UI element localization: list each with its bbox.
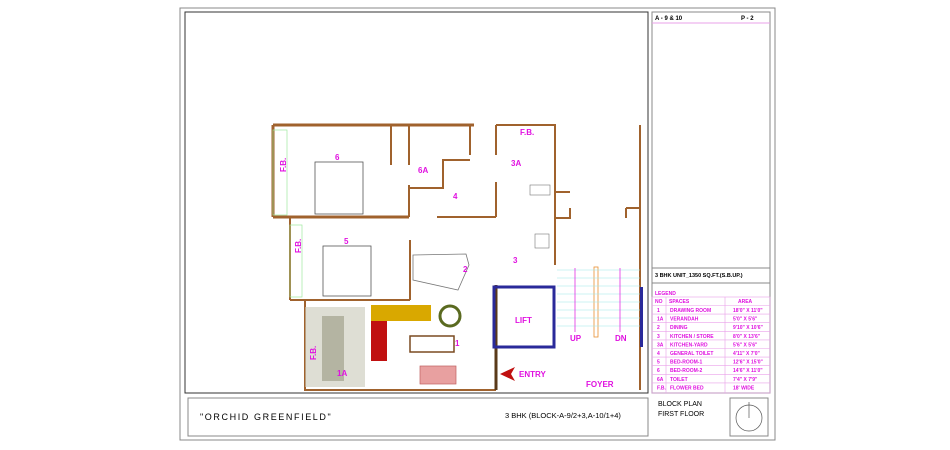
drawing-frame — [184, 11, 649, 394]
legend-area: 18'0" X 11'0" — [733, 308, 763, 314]
legend-area: 12'6" X 15'0" — [733, 360, 764, 366]
label-toilet: 6A — [418, 166, 428, 175]
sheet-ref: A - 9 & 10 — [655, 16, 683, 22]
legend-space: GENERAL TOILET — [670, 351, 713, 357]
drawing-title-line2: FIRST FLOOR — [658, 411, 704, 418]
legend-no: F.B. — [657, 385, 667, 391]
legend-space: TOILET — [670, 377, 688, 383]
legend-space: KITCHEN / STORE — [670, 334, 714, 340]
sofa-pink — [419, 365, 457, 385]
label-kitchen: 3 — [513, 256, 518, 265]
label-bedroom-1: 5 — [344, 237, 349, 246]
legend-no: 6A — [657, 377, 664, 383]
label-general-toilet: 4 — [453, 192, 458, 201]
dining-table — [412, 253, 470, 291]
entry-arrow-icon — [500, 367, 515, 381]
legend-no: 1 — [657, 308, 660, 314]
drawing-title-line1: BLOCK PLAN — [658, 401, 702, 408]
label-flower-bed-1: F.B. — [279, 158, 288, 172]
legend-no: 3 — [657, 334, 660, 340]
furniture — [272, 129, 643, 387]
legend-title: LEGEND — [655, 291, 676, 297]
label-dining: 2 — [463, 265, 468, 274]
legend-no: 3A — [657, 342, 664, 348]
legend-area: 9'10" X 10'6" — [733, 325, 764, 331]
legend-no: 6 — [657, 368, 660, 374]
legend-no: 4 — [657, 351, 660, 357]
page-number: P - 2 — [741, 16, 754, 22]
wall-toilets — [409, 125, 497, 218]
label-up: UP — [570, 334, 582, 343]
north-box — [729, 397, 769, 437]
label-lift: LIFT — [515, 316, 532, 325]
label-foyer: FOYER — [586, 380, 614, 389]
project-subtitle: 3 BHK (BLOCK-A-9/2+3,A-10/1+4) — [505, 411, 621, 420]
legend-header-spaces: SPACES — [669, 299, 690, 305]
legend-no: 5 — [657, 360, 660, 366]
title-box — [187, 397, 649, 437]
label-flower-bed-top: F.B. — [520, 128, 534, 137]
bed-room-6 — [314, 161, 364, 215]
lift-shaft — [492, 285, 556, 349]
bed-room-5 — [322, 245, 372, 297]
sofa-red — [371, 321, 387, 361]
legend-space: DINING — [670, 325, 688, 331]
plan-labels: 6 6A 4 3A F.B. 5 2 3 LIFT UP DN 1 1A ENT… — [279, 128, 627, 389]
outer-frame — [179, 7, 776, 441]
legend-header-area: AREA — [738, 299, 753, 305]
label-verandah: 1A — [337, 369, 347, 378]
label-kitchen-yard: 3A — [511, 159, 521, 168]
legend-area: 7'4" X 7'9" — [733, 377, 758, 383]
label-bedroom-2: 6 — [335, 153, 340, 162]
label-flower-bed-3: F.B. — [309, 346, 318, 360]
legend-area: 18' WIDE — [733, 385, 755, 391]
legend-no: 2 — [657, 325, 660, 331]
legend-header-no: NO — [655, 299, 663, 305]
legend-area: 4'11" X 7'0" — [733, 351, 760, 357]
legend-space: VERANDAH — [670, 317, 699, 323]
floor-plan — [271, 123, 641, 391]
staircase — [557, 269, 640, 327]
project-name: "ORCHID GREENFIELD" — [200, 412, 332, 422]
legend-space: FLOWER BED — [670, 385, 704, 391]
legend-table: LEGEND NO SPACES AREA 1 DRAWING ROOM 18'0"… — [651, 291, 771, 394]
round-table — [438, 304, 462, 328]
label-dn: DN — [615, 334, 627, 343]
label-drawing-room: 1 — [455, 339, 460, 348]
legend-no: 1A — [657, 317, 664, 323]
unit-info: 3 BHK UNIT_1350 SQ.FT.(S.B.UP.) — [655, 273, 743, 279]
label-flower-bed-2: F.B. — [294, 239, 303, 253]
legend-space: BED-ROOM-2 — [670, 368, 702, 374]
label-entry: ENTRY — [519, 370, 546, 379]
legend-space: DRAWING ROOM — [670, 308, 711, 314]
sofa-yellow — [371, 305, 431, 321]
legend-area: 8'0" X 13'6" — [733, 334, 761, 340]
legend-area: 5'6" X 5'6" — [733, 342, 758, 348]
legend-space: KITCHEN-YARD — [670, 342, 708, 348]
legend-area: 5'0" X 5'6" — [733, 317, 758, 323]
legend-area: 14'6" X 11'0" — [733, 368, 763, 374]
legend-space: BED-ROOM-1 — [670, 360, 702, 366]
